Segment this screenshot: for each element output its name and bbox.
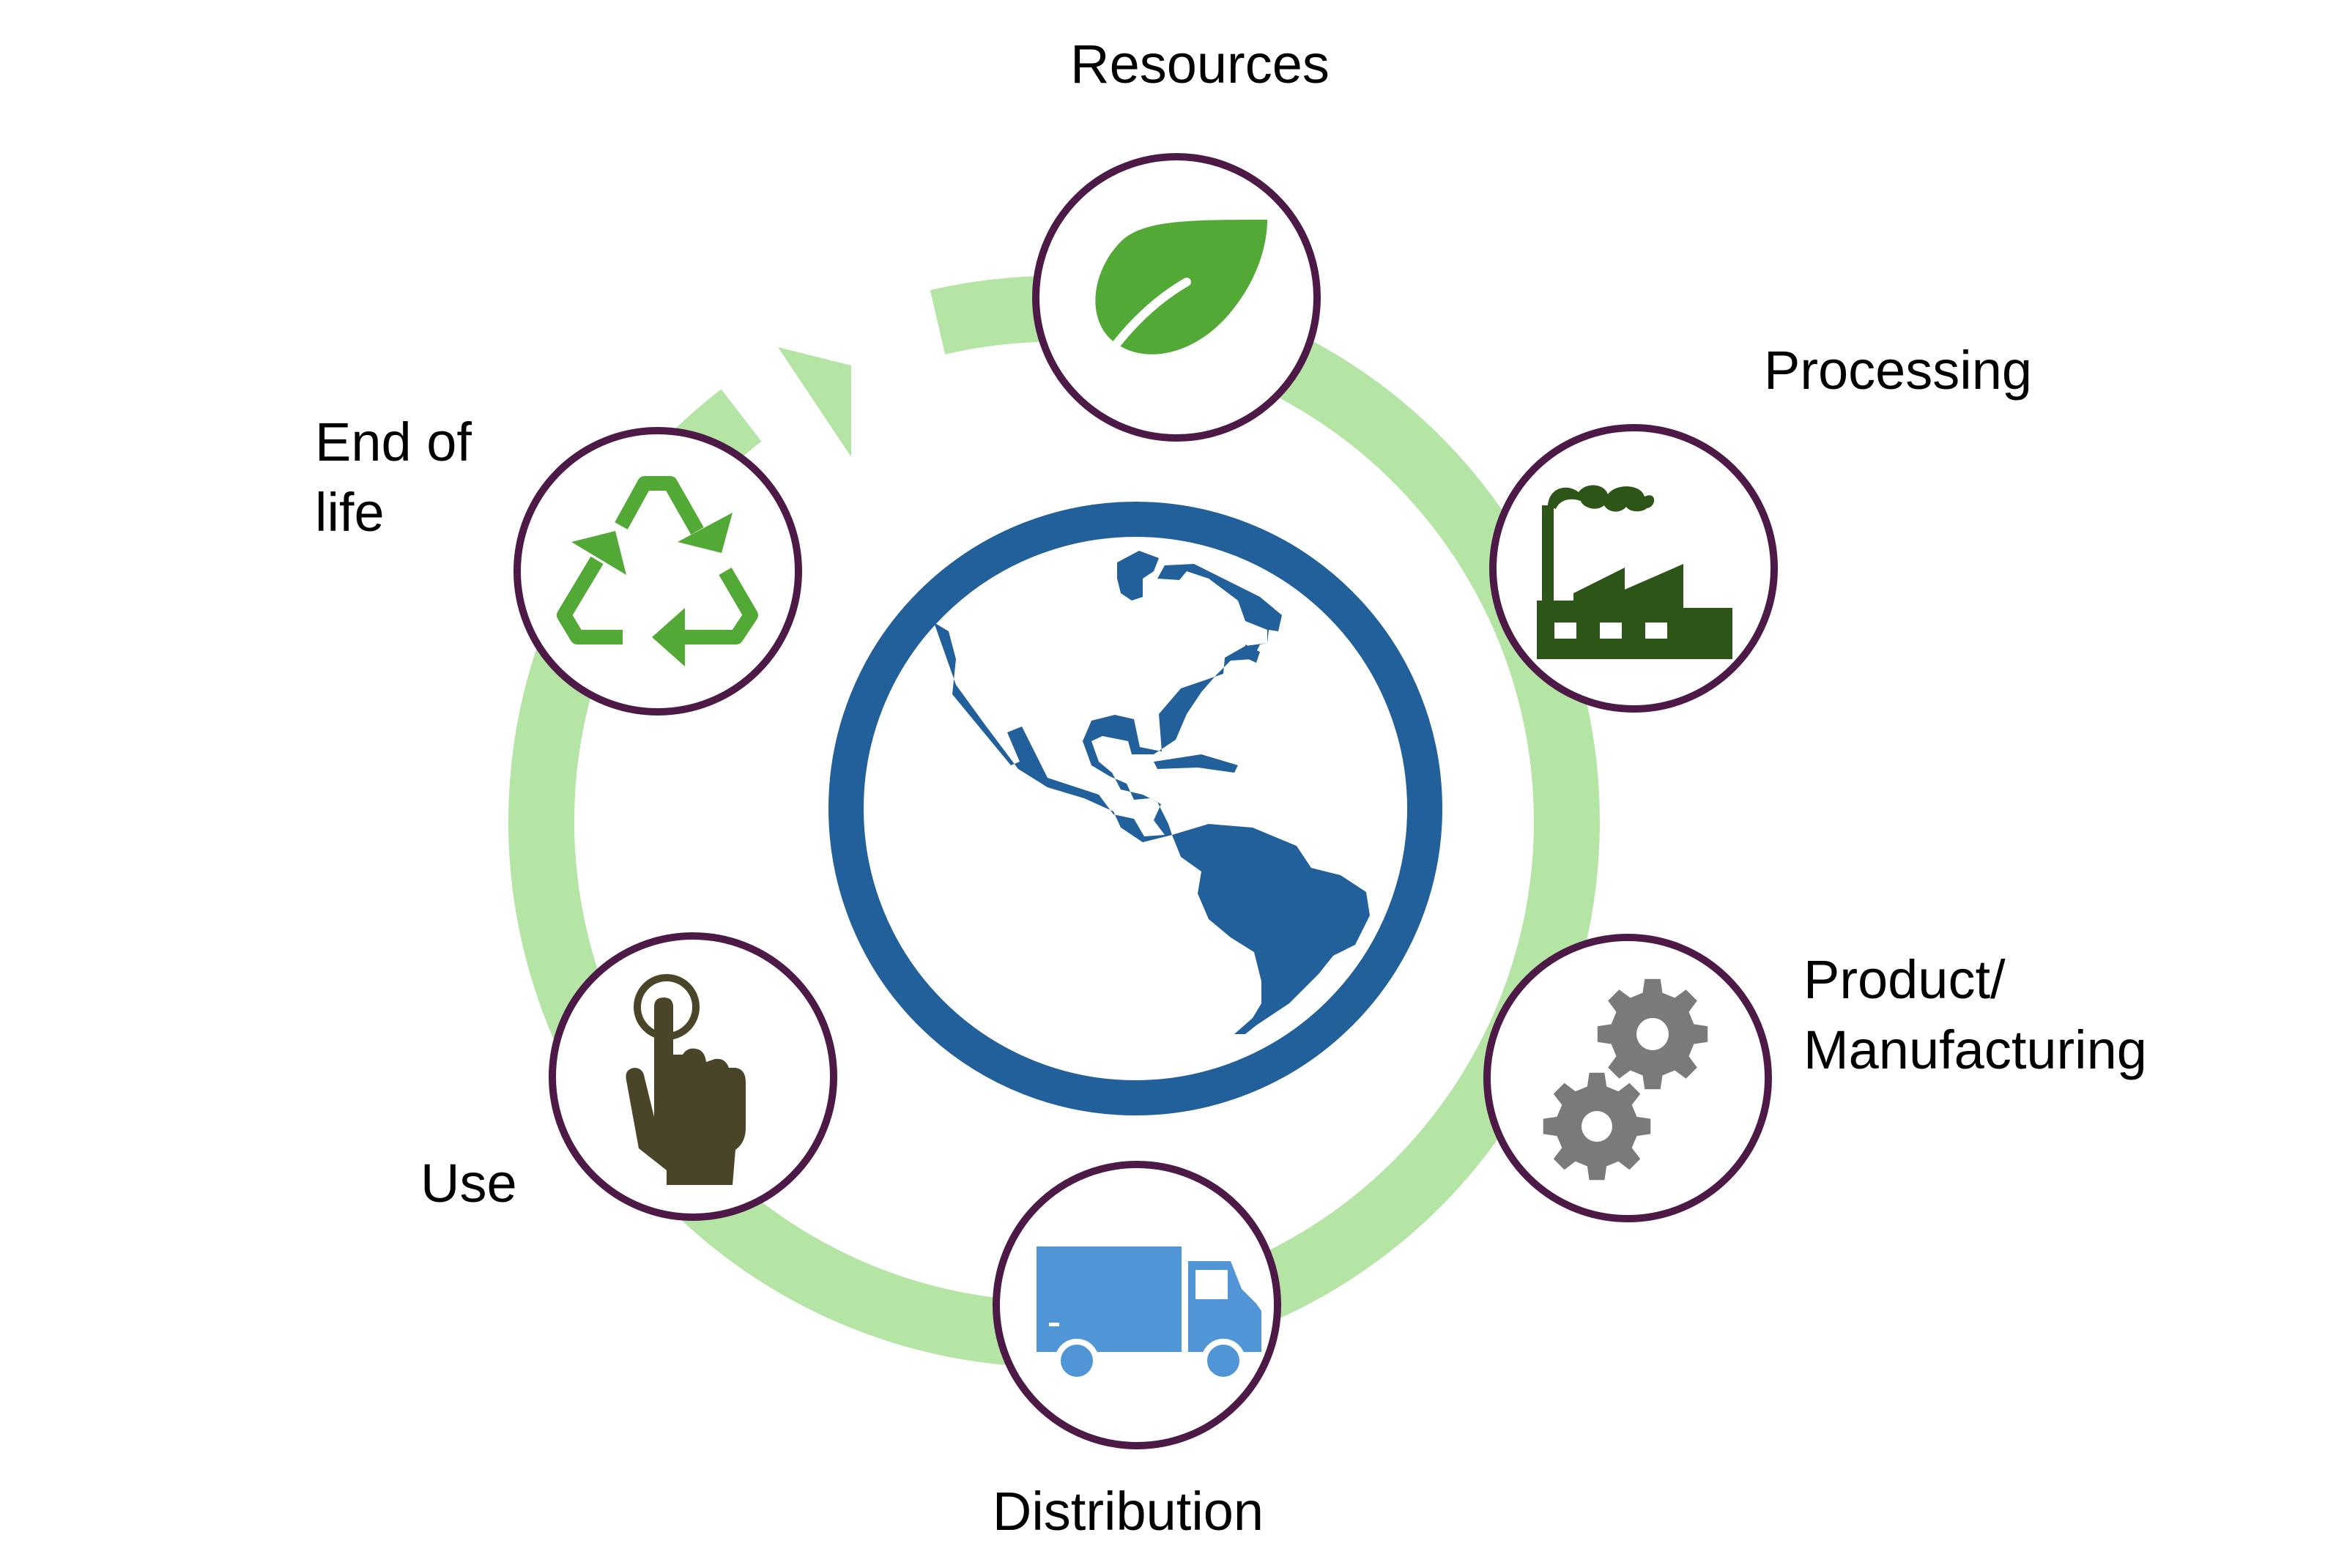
leaf-icon	[1083, 220, 1267, 389]
gears-icon	[1543, 978, 1708, 1181]
node-processing	[1489, 424, 1778, 713]
cycle-arrowhead	[778, 347, 851, 457]
recycle-icon	[557, 476, 758, 644]
node-end-of-life	[513, 427, 802, 716]
pointing-hand-icon	[626, 974, 746, 1185]
factory-icon	[1537, 485, 1732, 659]
label-manufacturing: Product/ Manufacturing	[1803, 949, 2147, 1081]
label-resources: Resources	[1070, 34, 1330, 94]
label-processing: Processing	[1764, 340, 2033, 401]
globe-icon	[828, 502, 1442, 1115]
truck-icon	[1037, 1246, 1261, 1383]
label-use: Use	[420, 1153, 517, 1214]
node-manufacturing	[1483, 934, 1772, 1222]
label-end-of-life: End of life	[315, 412, 472, 543]
label-distribution: Distribution	[992, 1481, 1264, 1542]
